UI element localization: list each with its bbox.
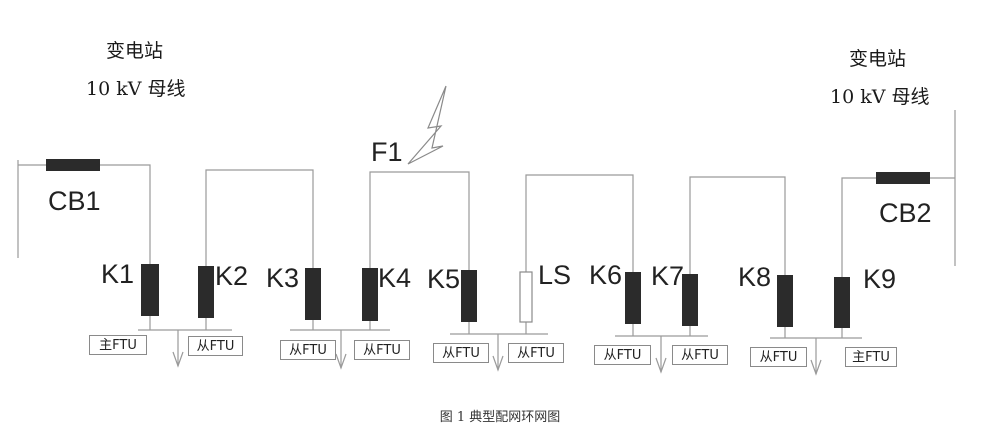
cb1-breaker	[46, 159, 100, 171]
substation-left-bus: 10 kV 母线	[86, 78, 186, 100]
switch-k8	[777, 275, 793, 327]
ftu-box-k8: 从FTU	[750, 347, 807, 367]
k4-k5-line	[369, 171, 470, 270]
switch-k3	[305, 268, 321, 320]
switch-k2	[198, 266, 214, 318]
switch-k6	[625, 272, 641, 324]
substation-left-name: 变电站	[106, 40, 164, 62]
switch-k7	[682, 274, 698, 326]
switch-label-k2: K2	[215, 261, 249, 291]
switch-k9	[834, 277, 850, 328]
ground-arrow-icon	[655, 336, 667, 374]
figure-caption: 图 1 典型配网环网图	[439, 410, 561, 425]
ftu-box-k5: 从FTU	[433, 343, 489, 363]
ground-arrow-icon	[810, 338, 822, 376]
lightning-bolt-icon	[407, 85, 447, 165]
switch-label-k5: K5	[427, 264, 461, 294]
ftu-box-k1: 主FTU	[89, 335, 147, 355]
ground-arrow-icon	[335, 330, 347, 370]
ground-arrow-icon	[172, 330, 184, 368]
switch-ls	[519, 271, 533, 323]
switch-k1	[141, 264, 159, 316]
ftu-box-k9: 主FTU	[845, 347, 897, 367]
k7-k8-line	[689, 176, 786, 275]
switch-label-ls: LS	[538, 260, 572, 290]
switch-k4	[362, 268, 378, 321]
switch-label-k9: K9	[863, 264, 897, 294]
ftu-box-k4: 从FTU	[354, 340, 410, 360]
ftu-box-ls: 从FTU	[508, 343, 564, 363]
fault-label: F1	[371, 137, 403, 167]
switch-label-k7: K7	[651, 261, 685, 291]
ground-arrow-icon	[492, 334, 504, 372]
ftu-box-k2: 从FTU	[188, 336, 243, 356]
cb2-label: CB2	[879, 198, 932, 228]
ftu-box-k3: 从FTU	[280, 340, 336, 360]
switch-label-k1: K1	[101, 259, 135, 289]
switch-label-k3: K3	[266, 263, 300, 293]
substation-right-bus: 10 kV 母线	[830, 86, 930, 108]
switch-label-k8: K8	[738, 262, 772, 292]
k2-k3-line	[205, 169, 314, 268]
ls-k6-line	[525, 174, 634, 272]
switch-k5	[461, 270, 477, 322]
switch-label-k6: K6	[589, 260, 623, 290]
ftu-box-k6: 从FTU	[594, 345, 651, 365]
cb2-breaker	[876, 172, 930, 184]
cb1-label: CB1	[48, 186, 101, 216]
substation-right-name: 变电站	[849, 48, 907, 70]
ftu-box-k7: 从FTU	[672, 345, 728, 365]
switch-label-k4: K4	[378, 263, 412, 293]
